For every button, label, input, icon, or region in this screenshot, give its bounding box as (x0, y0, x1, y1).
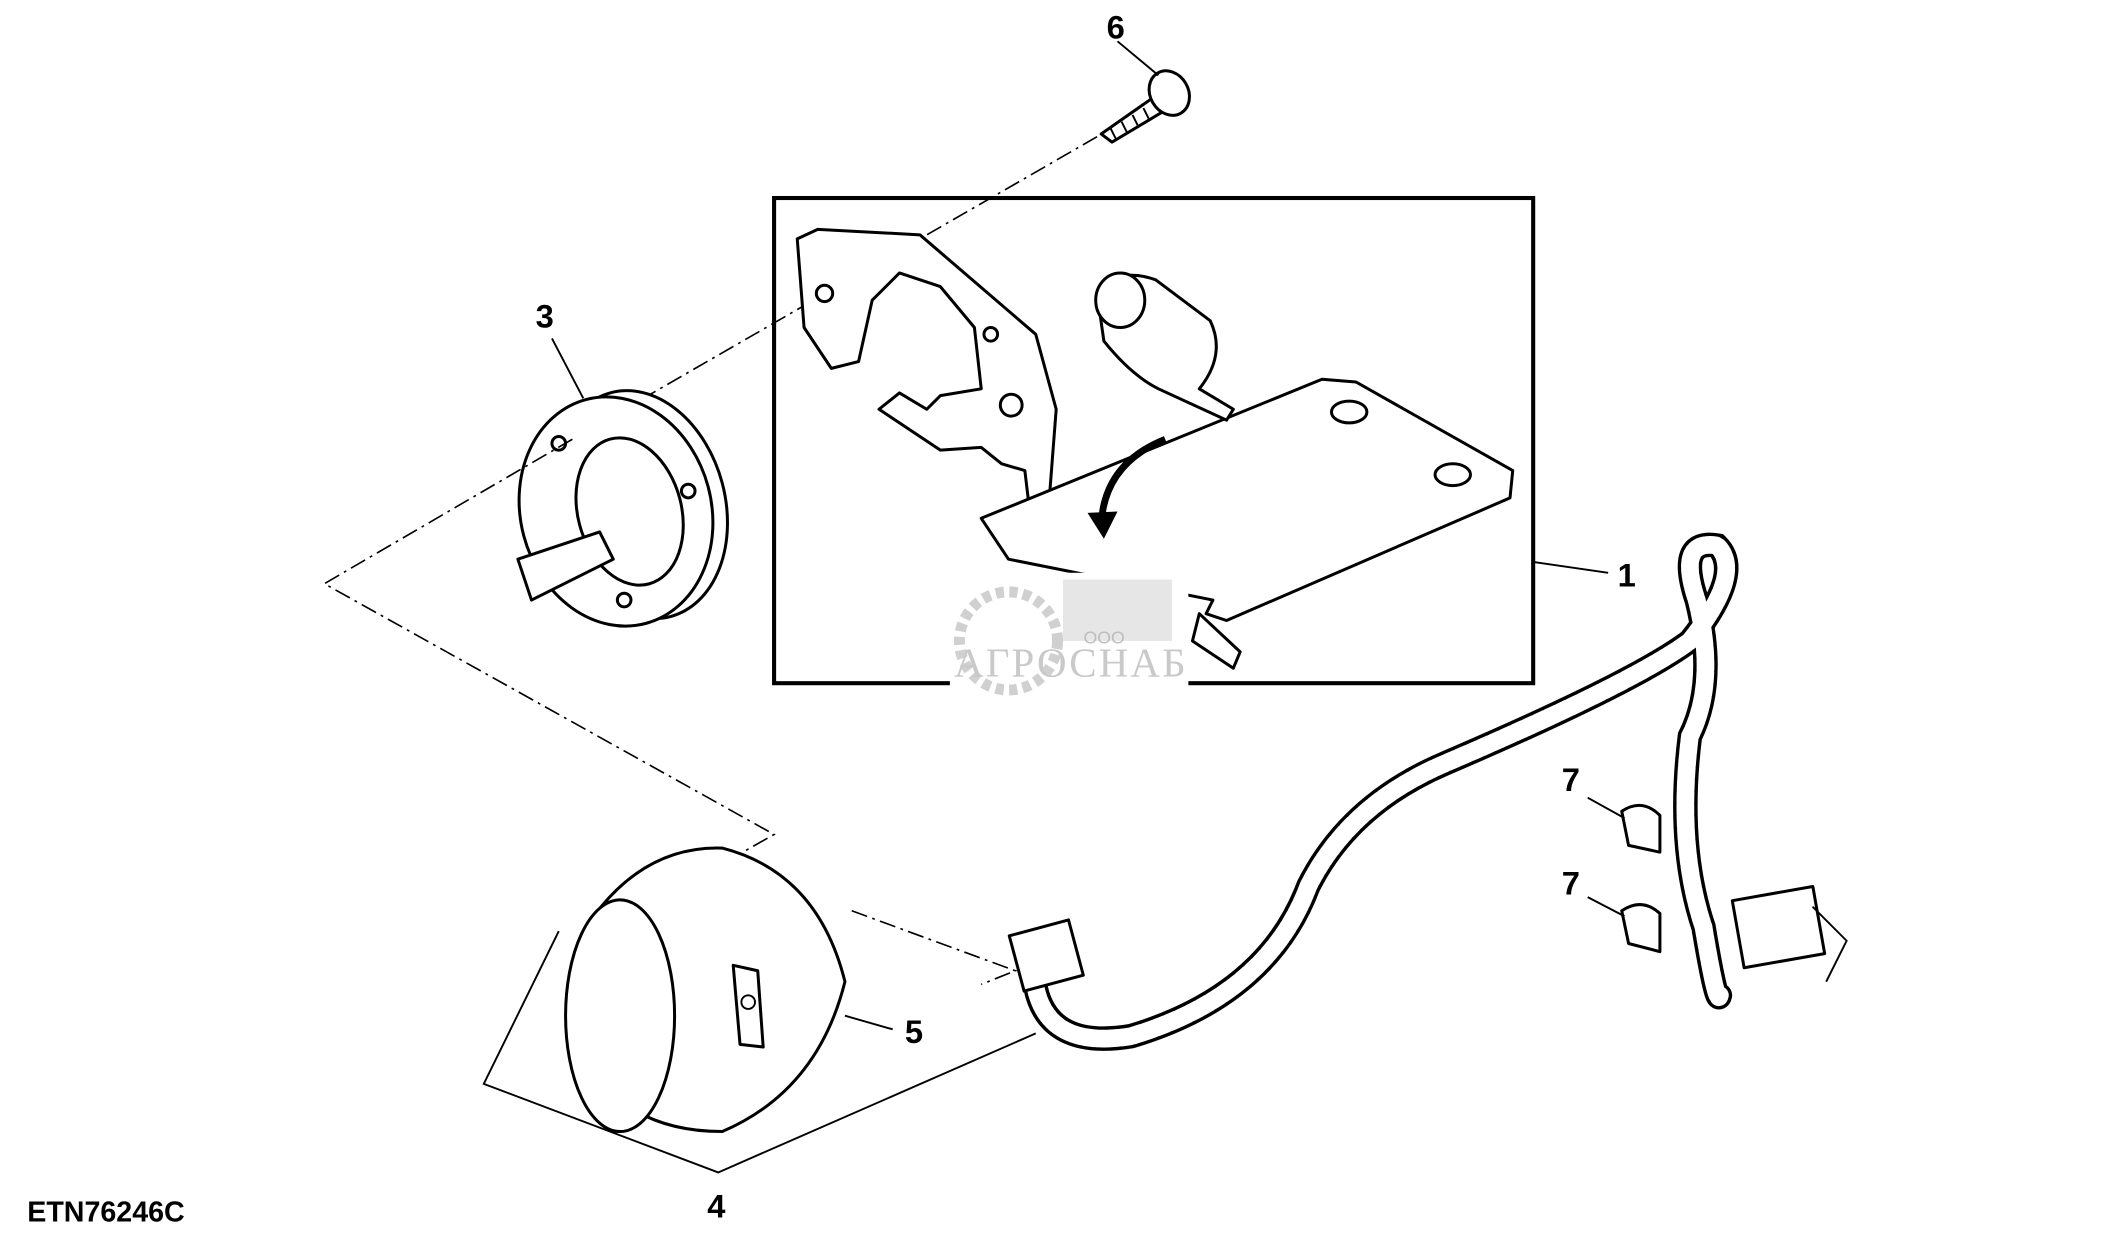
screw-part-6 (1099, 69, 1191, 144)
watermark-prefix: ООО (1083, 628, 1124, 648)
callout-5: 5 (905, 1013, 923, 1050)
wiring-harness (1007, 532, 1848, 1051)
plate-part (979, 377, 1515, 670)
clip-part-7b (1620, 903, 1662, 954)
callout-7a: 7 (1562, 761, 1580, 798)
watermark-logo: ООО АГРОСНАБ (949, 572, 1189, 696)
figure-id: ETN76246C (27, 1197, 184, 1229)
flange-part-3 (516, 389, 729, 628)
callout-6: 6 (1107, 9, 1125, 46)
leader-kit-4 (482, 930, 1037, 1174)
callout-7b: 7 (1562, 864, 1580, 901)
callout-3: 3 (536, 297, 554, 334)
leader-flange (322, 438, 776, 853)
clip-part-7a (1620, 803, 1662, 854)
callout-4: 4 (707, 1187, 725, 1224)
clip-part (1094, 271, 1235, 422)
receiver-part-5 (564, 846, 847, 1134)
leader-connector (851, 910, 1018, 986)
callout-1: 1 (1618, 556, 1636, 593)
watermark-name: АГРОСНАБ (954, 640, 1186, 685)
bracket-part (795, 227, 1058, 507)
